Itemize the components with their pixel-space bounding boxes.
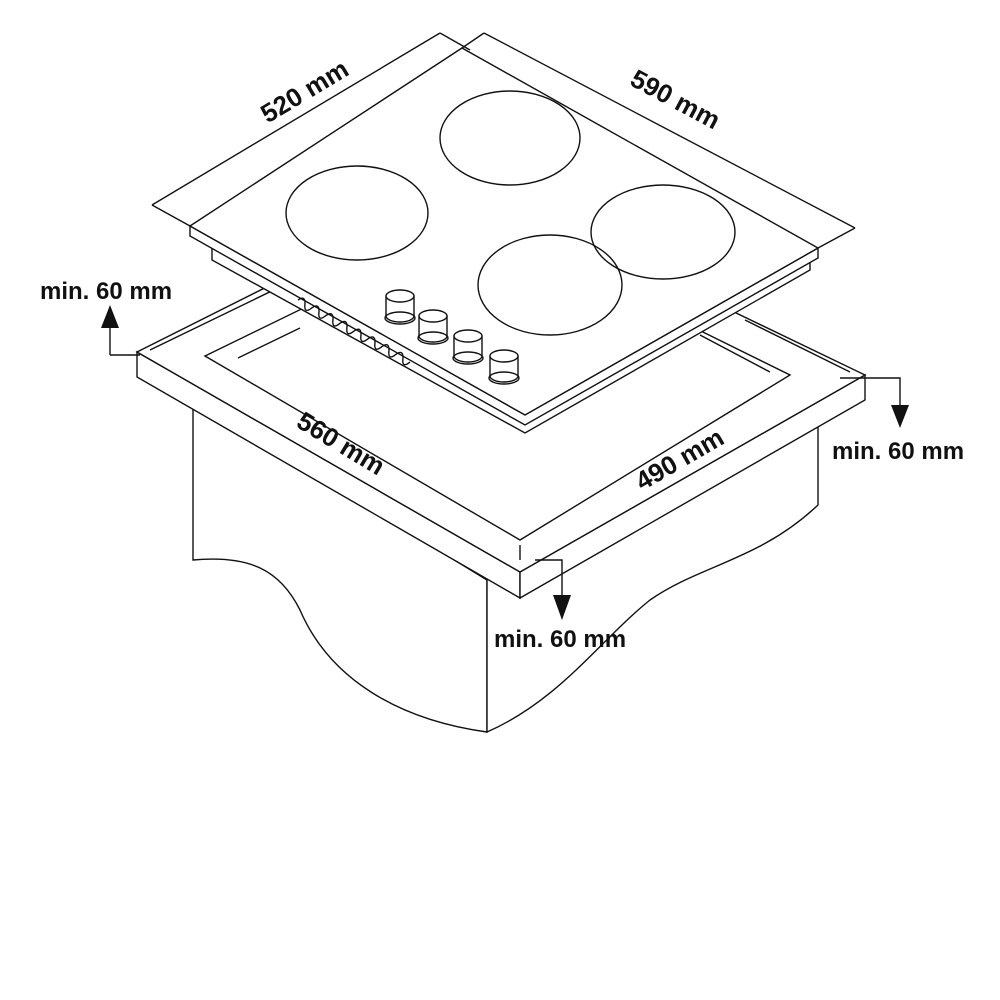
knob-2 — [417, 309, 449, 345]
knob-4 — [488, 349, 520, 385]
burner-front — [477, 234, 623, 336]
clearance-arrows — [101, 305, 909, 620]
arrow-up-icon — [101, 305, 119, 328]
burner-left — [285, 165, 429, 261]
clearance-back-label: min. 60 mm — [40, 278, 172, 305]
knob-1 — [384, 289, 416, 325]
dimension-lines — [109, 32, 901, 595]
hob — [188, 47, 820, 434]
burner-back — [439, 90, 581, 186]
clearance-front-label: min. 60 mm — [494, 626, 626, 653]
burner-right — [590, 184, 736, 280]
clearance-side-label: min. 60 mm — [832, 438, 964, 465]
knob-3 — [452, 329, 484, 365]
arrow-down-icon — [891, 405, 909, 428]
hob-depth-label: 520 mm — [255, 53, 353, 129]
control-knobs — [384, 289, 520, 385]
hob-width-label: 590 mm — [626, 63, 726, 135]
arrow-down-icon — [553, 595, 571, 620]
cabinet — [192, 398, 819, 734]
